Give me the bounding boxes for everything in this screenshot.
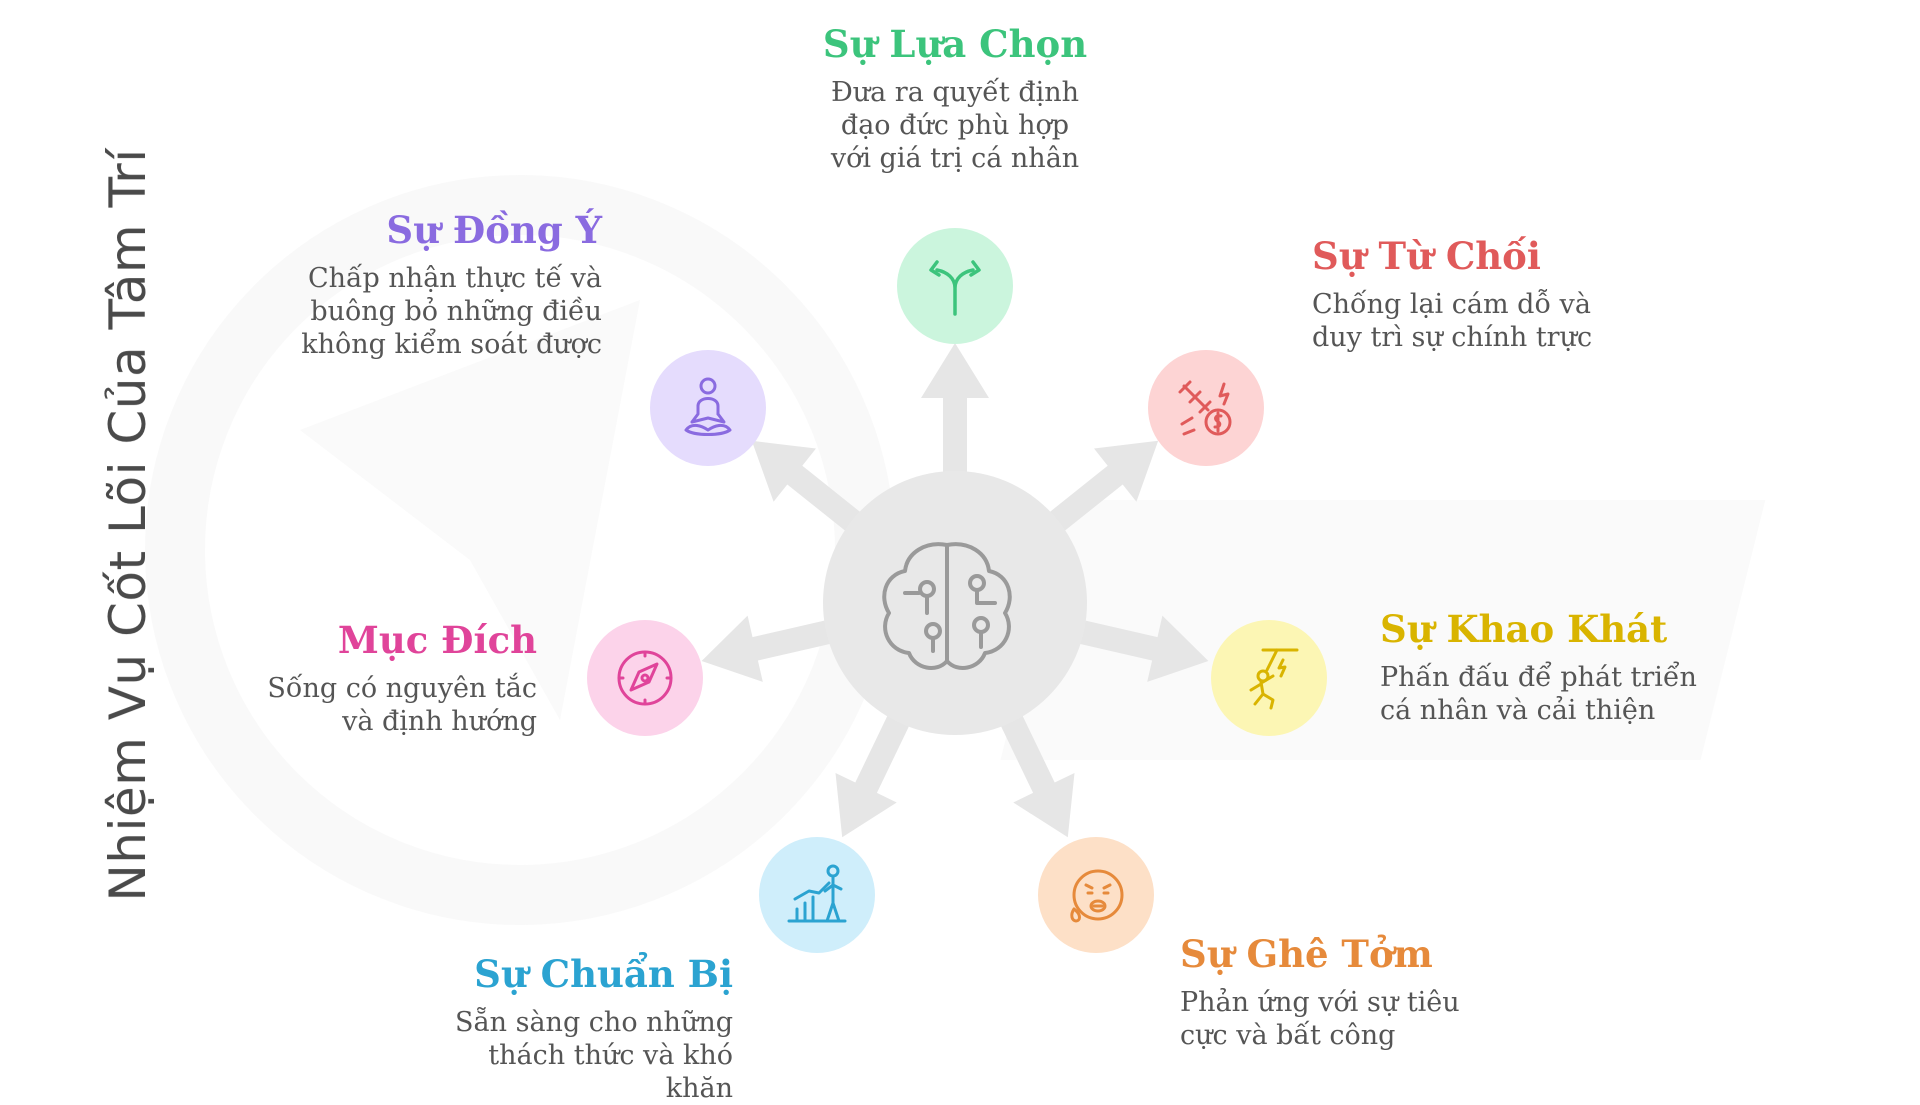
refusal-label: Sự Từ Chối Chống lại cám dỗ và duy trì s… xyxy=(1312,234,1632,354)
acceptance-node xyxy=(650,350,766,466)
aspiration-node xyxy=(1211,620,1327,736)
acceptance-title: Sự Đồng Ý xyxy=(386,208,602,252)
watermark-logo xyxy=(145,175,1766,925)
preparation-title: Sự Chuẩn Bị xyxy=(474,952,733,996)
striving-person-icon xyxy=(1249,648,1299,710)
refusal-node xyxy=(1148,350,1264,466)
disgust-title: Sự Ghê Tởm xyxy=(1180,932,1433,976)
aspiration-title: Sự Khao Khát xyxy=(1380,607,1668,651)
acceptance-label: Sự Đồng Ý Chấp nhận thực tế và buông bỏ … xyxy=(282,208,602,361)
aspiration-description: Phấn đấu để phát triển cá nhân và cải th… xyxy=(1380,662,1697,726)
acceptance-description: Chấp nhận thực tế và buông bỏ những điều… xyxy=(301,263,602,360)
refusal-title: Sự Từ Chối xyxy=(1312,234,1541,278)
compass-icon xyxy=(617,650,673,706)
background-layer xyxy=(145,175,1766,925)
disgust-label: Sự Ghê Tởm Phản ứng với sự tiêu cực và b… xyxy=(1180,932,1500,1052)
refusal-description: Chống lại cám dỗ và duy trì sự chính trự… xyxy=(1312,289,1593,353)
brain-icon xyxy=(882,542,1012,670)
disgust-node xyxy=(1038,837,1154,953)
refuse-bribe-icon xyxy=(1178,380,1232,436)
preparation-description: Sẵn sàng cho những thách thức và khó khă… xyxy=(455,1007,733,1104)
preparation-label: Sự Chuẩn Bị Sẵn sàng cho những thách thứ… xyxy=(413,952,733,1105)
choice-description: Đưa ra quyết định đạo đức phù hợp với gi… xyxy=(830,77,1080,174)
choice-node xyxy=(897,228,1013,344)
main-title: Nhiệm Vụ Cốt Lõi Của Tâm Trí xyxy=(99,148,157,902)
purpose-node xyxy=(587,620,703,736)
preparation-node xyxy=(759,837,875,953)
hub-arrow-aspiration xyxy=(1044,612,1209,682)
choice-title: Sự Lựa Chọn xyxy=(822,22,1088,66)
disgust-description: Phản ứng với sự tiêu cực và bất công xyxy=(1180,987,1460,1051)
hub-arrow-purpose xyxy=(701,612,866,682)
meditation-icon xyxy=(684,377,732,436)
climbing-steps-icon xyxy=(787,864,847,923)
hub-arrow-choice xyxy=(921,343,989,508)
disgusted-face-icon xyxy=(1070,869,1124,923)
split-arrow-icon xyxy=(929,260,981,316)
aspiration-label: Sự Khao Khát Phấn đấu để phát triển cá n… xyxy=(1380,607,1700,727)
purpose-description: Sống có nguyên tắc và định hướng xyxy=(267,673,537,737)
diagram-canvas: Nhiệm Vụ Cốt Lõi Của Tâm Trí Sự Lựa Chọn… xyxy=(99,22,1766,1104)
hub-circle xyxy=(823,471,1087,735)
choice-label: Sự Lựa Chọn Đưa ra quyết định đạo đức ph… xyxy=(795,22,1115,175)
purpose-label: Mục Đích Sống có nguyên tắc và định hướn… xyxy=(217,618,537,738)
purpose-title: Mục Đích xyxy=(337,618,537,662)
